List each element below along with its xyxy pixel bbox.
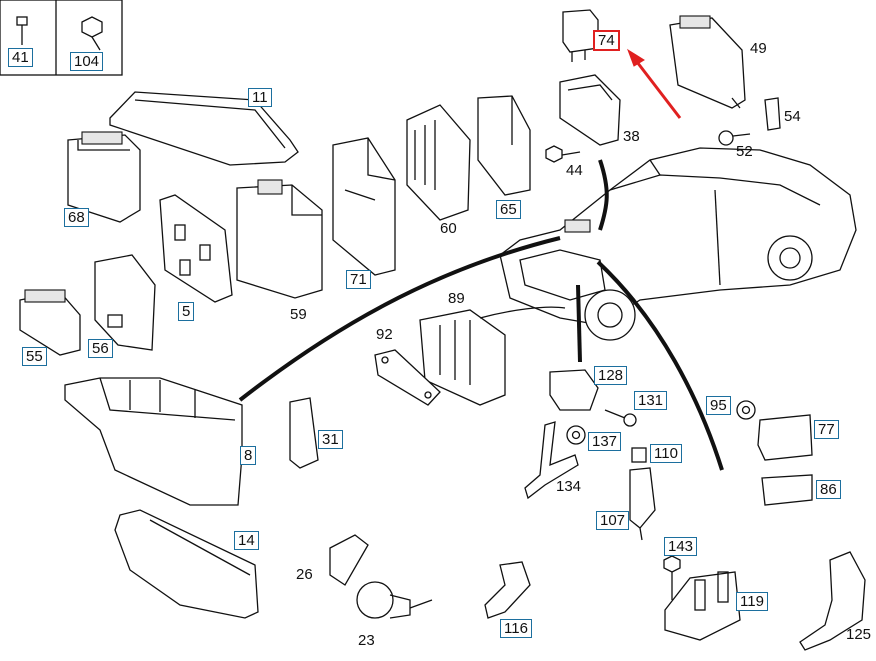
part-label-26: 26 <box>296 566 313 583</box>
leader-lines <box>238 159 724 471</box>
part-label-92: 92 <box>376 326 393 343</box>
part-label-74: 74 <box>593 30 620 51</box>
control-unit-59 <box>236 179 323 299</box>
connector-110 <box>631 447 647 463</box>
part-label-55: 55 <box>22 347 47 366</box>
control-unit-71 <box>332 137 396 276</box>
part-label-104: 104 <box>70 52 104 71</box>
car-outline <box>499 147 857 341</box>
bolt-104-icon <box>81 16 103 51</box>
housing-8 <box>64 377 243 506</box>
highlight-arrow <box>627 48 682 119</box>
nut-137-icon <box>566 425 586 445</box>
part-label-110: 110 <box>650 444 682 463</box>
bracket-116 <box>484 561 531 619</box>
part-label-89: 89 <box>448 290 465 307</box>
bracket-119 <box>664 571 741 641</box>
part-label-119: 119 <box>736 592 768 611</box>
fuse-box-cover-11 <box>109 91 299 166</box>
part-label-38: 38 <box>623 128 640 145</box>
part-label-44: 44 <box>566 162 583 179</box>
part-label-14: 14 <box>234 531 259 550</box>
relay-module-68 <box>67 131 141 223</box>
control-unit-60 <box>406 104 471 221</box>
part-label-71: 71 <box>346 270 371 289</box>
part-label-59: 59 <box>290 306 307 323</box>
fastener-legend-box <box>0 0 123 76</box>
control-module-49 <box>669 15 746 109</box>
module-77 <box>757 414 813 461</box>
control-unit-56 <box>94 254 156 351</box>
screw-41-icon <box>16 16 28 45</box>
sensor-128 <box>549 369 599 411</box>
tray-14 <box>114 509 259 619</box>
part-label-134: 134 <box>556 478 582 495</box>
part-label-86: 86 <box>816 480 841 499</box>
module-86 <box>761 474 813 506</box>
relay-holder-38 <box>559 74 621 146</box>
part-label-41: 41 <box>8 48 33 67</box>
part-label-131: 131 <box>634 391 668 410</box>
nut-95-icon <box>736 400 756 420</box>
part-label-137: 137 <box>588 432 622 451</box>
part-label-125: 125 <box>846 626 872 643</box>
part-label-95: 95 <box>706 396 731 415</box>
part-label-60: 60 <box>440 220 457 237</box>
part-label-8: 8 <box>240 446 257 465</box>
bracket-125 <box>799 551 866 651</box>
screw-131-icon <box>604 409 637 427</box>
part-label-65: 65 <box>496 200 521 219</box>
part-label-56: 56 <box>88 339 113 358</box>
part-label-143: 143 <box>664 537 698 556</box>
part-label-31: 31 <box>318 430 343 449</box>
cover-31 <box>289 397 319 469</box>
control-unit-65 <box>477 95 531 196</box>
pump-23 <box>356 581 433 619</box>
part-label-77: 77 <box>814 420 839 439</box>
screw-143-icon <box>663 555 681 600</box>
part-label-128: 128 <box>594 366 628 385</box>
bracket-134 <box>524 421 579 500</box>
relay-55 <box>19 289 81 356</box>
bolt-52-icon <box>718 130 751 146</box>
part-label-23: 23 <box>358 632 375 649</box>
part-label-5: 5 <box>178 302 195 321</box>
bracket-5 <box>159 194 233 303</box>
clip-54 <box>764 97 781 131</box>
part-label-68: 68 <box>64 208 89 227</box>
hose-26 <box>329 534 369 586</box>
part-label-49: 49 <box>750 40 767 57</box>
part-label-107: 107 <box>596 511 630 530</box>
part-label-11: 11 <box>248 88 272 107</box>
part-label-116: 116 <box>500 619 532 638</box>
part-label-52: 52 <box>736 143 753 160</box>
bracket-plate-92 <box>374 349 441 406</box>
switch-107 <box>629 467 656 541</box>
bolt-44-icon <box>545 145 581 163</box>
part-label-54: 54 <box>784 108 801 125</box>
